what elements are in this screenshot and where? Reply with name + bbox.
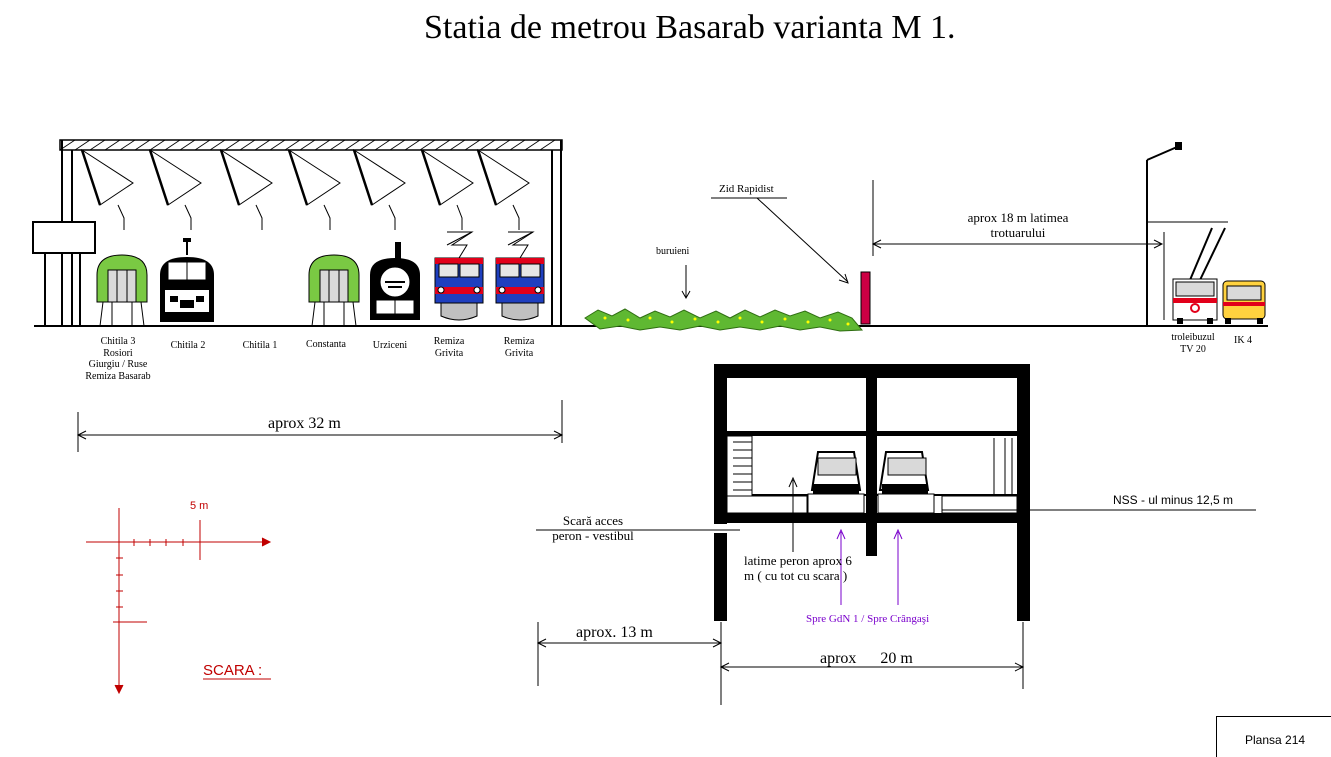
arrowhead (536, 638, 547, 648)
diesel-locomotive-icon (160, 238, 214, 322)
electric-train-icon (434, 231, 484, 321)
arrowhead (836, 528, 846, 540)
signboard (32, 221, 96, 326)
track-label-chitila3: Chitila 3 Rosiori Giurgiu / Ruse Remiza … (85, 336, 151, 382)
metro-train-icon (877, 451, 935, 514)
stairs (726, 435, 1018, 514)
bus-icon (1222, 280, 1266, 324)
width-20m-label: aprox 20 m (820, 650, 913, 667)
steam-locomotive-icon (370, 242, 420, 320)
arrowhead (681, 290, 691, 300)
green-coach-icon (308, 254, 360, 327)
track-label-constanta: Constanta (306, 339, 346, 350)
platform-width-label: latime peron aprox 6 m ( cu tot cu scara… (744, 553, 852, 583)
direction-label: Spre GdN 1 / Spre Crângaşi (806, 613, 930, 625)
sheet-number: Plansa 214 (1245, 733, 1306, 747)
scale-5m-label: 5 m (190, 500, 209, 512)
weeds-label: buruieni (656, 246, 690, 257)
bus-label: IK 4 (1234, 335, 1253, 346)
canopy-lamps (80, 148, 530, 230)
arrowhead (553, 430, 564, 440)
sheet-number-box: Plansa 214 (1216, 716, 1331, 757)
arrowhead (719, 662, 730, 672)
rapidist-wall (860, 271, 871, 325)
arrowhead (76, 430, 87, 440)
scale-title: SCARA : (203, 662, 263, 679)
nss-label: NSS - ul minus 12,5 m (1113, 493, 1234, 507)
width-32m-label: aprox 32 m (268, 415, 341, 432)
zid-rapidist-label: Zid Rapidist (719, 183, 774, 195)
track-label-remiza-grivita: Remiza Grivita (503, 336, 535, 359)
trolleybus-icon (1172, 227, 1226, 324)
stair-access-label: Scară acces peron - vestibul (552, 513, 634, 543)
page-title: Statia de metrou Basarab varianta M 1. (424, 9, 956, 46)
track-label-chitila1: Chitila 1 (242, 340, 278, 351)
arrowhead (871, 239, 882, 249)
track-label-urziceni: Urziceni (372, 340, 408, 351)
arrowhead (893, 528, 903, 540)
metro-train-icon (807, 451, 865, 514)
arrowhead (712, 638, 723, 648)
arrowhead (1153, 239, 1164, 249)
station-cross-section (714, 364, 1030, 621)
green-coach-icon (96, 254, 148, 327)
width-13m-label: aprox. 13 m (576, 624, 653, 641)
track-label-remiza-grivita: Remiza Grivita (433, 336, 465, 359)
street-lamp-icon (1146, 142, 1228, 326)
trolleybus-label: troleibuzul TV 20 (1171, 332, 1215, 355)
arrowhead (788, 476, 798, 488)
weeds-icon (584, 308, 864, 332)
track-label-chitila2: Chitila 2 (170, 340, 206, 351)
electric-train-icon (495, 231, 545, 321)
arrowhead (1014, 662, 1025, 672)
scale-bar (86, 508, 272, 695)
leader-line (756, 197, 849, 283)
sidewalk-width-label: aprox 18 m latimea trotuarului (967, 210, 1069, 240)
arrowhead (838, 273, 849, 284)
